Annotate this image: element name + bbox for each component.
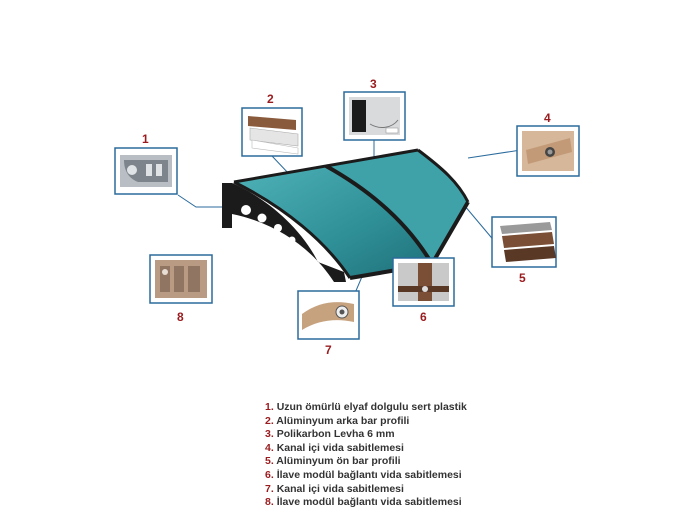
inset-8 bbox=[149, 254, 213, 304]
legend-number: 4. bbox=[265, 441, 274, 454]
callout-number-3: 3 bbox=[370, 77, 377, 91]
callout-number-5: 5 bbox=[519, 271, 526, 285]
parts-legend: 1. Uzun ömürlü elyaf dolgulu sert plasti… bbox=[265, 401, 467, 510]
callout-number-2: 2 bbox=[267, 92, 274, 106]
inset-1 bbox=[114, 147, 178, 195]
legend-item: 6. İlave modül bağlantı vida sabitlemesi bbox=[265, 469, 467, 483]
canopy-panel-back bbox=[234, 166, 432, 278]
inset-5 bbox=[491, 216, 557, 268]
legend-text: Kanal içi vida sabitlemesi bbox=[276, 441, 404, 454]
callout-number-4: 4 bbox=[544, 111, 551, 125]
legend-text: Alüminyum arka bar profili bbox=[276, 414, 410, 427]
callout-number-7: 7 bbox=[325, 343, 332, 357]
legend-number: 6. bbox=[265, 468, 274, 481]
legend-item: 4. Kanal içi vida sabitlemesi bbox=[265, 442, 467, 456]
legend-item: 2. Alüminyum arka bar profili bbox=[265, 415, 467, 429]
leader-line-1 bbox=[177, 194, 222, 208]
legend-text: Alüminyum ön bar profili bbox=[276, 455, 401, 468]
leader-line-5 bbox=[463, 204, 497, 244]
legend-text: Polikarbon Levha 6 mm bbox=[276, 428, 395, 441]
legend-text: İlave modül bağlantı vida sabitlemesi bbox=[276, 496, 462, 509]
legend-item: 3. Polikarbon Levha 6 mm bbox=[265, 428, 467, 442]
callout-number-6: 6 bbox=[420, 310, 427, 324]
wall-bracket bbox=[222, 183, 346, 282]
inset-4 bbox=[516, 125, 580, 177]
legend-item: 7. Kanal içi vida sabitlemesi bbox=[265, 483, 467, 497]
inset-2 bbox=[241, 107, 303, 157]
top-edge bbox=[417, 148, 470, 203]
legend-item: 5. Alüminyum ön bar profili bbox=[265, 455, 467, 469]
callout-number-8: 8 bbox=[177, 310, 184, 324]
legend-number: 5. bbox=[265, 455, 274, 468]
legend-number: 3. bbox=[265, 428, 274, 441]
legend-item: 8. İlave modül bağlantı vida sabitlemesi bbox=[265, 496, 467, 510]
legend-number: 8. bbox=[265, 496, 274, 509]
legend-item: 1. Uzun ömürlü elyaf dolgulu sert plasti… bbox=[265, 401, 467, 415]
leader-line-4 bbox=[467, 149, 522, 159]
canopy-panel-front bbox=[326, 150, 468, 264]
bracket-cutouts bbox=[241, 205, 296, 244]
legend-number: 7. bbox=[265, 482, 274, 495]
legend-text: İlave modül bağlantı vida sabitlemesi bbox=[276, 468, 462, 481]
inset-7 bbox=[297, 290, 360, 340]
inset-6 bbox=[392, 257, 455, 307]
callout-number-1: 1 bbox=[142, 132, 149, 146]
inset-3 bbox=[343, 91, 406, 141]
legend-number: 1. bbox=[265, 401, 274, 413]
legend-text: Kanal içi vida sabitlemesi bbox=[276, 482, 404, 495]
legend-number: 2. bbox=[265, 414, 274, 427]
canopy-illustration bbox=[222, 148, 470, 282]
side-edge bbox=[233, 180, 352, 279]
middle-joint bbox=[325, 164, 434, 266]
legend-text: Uzun ömürlü elyaf dolgulu sert plastik bbox=[276, 401, 467, 413]
